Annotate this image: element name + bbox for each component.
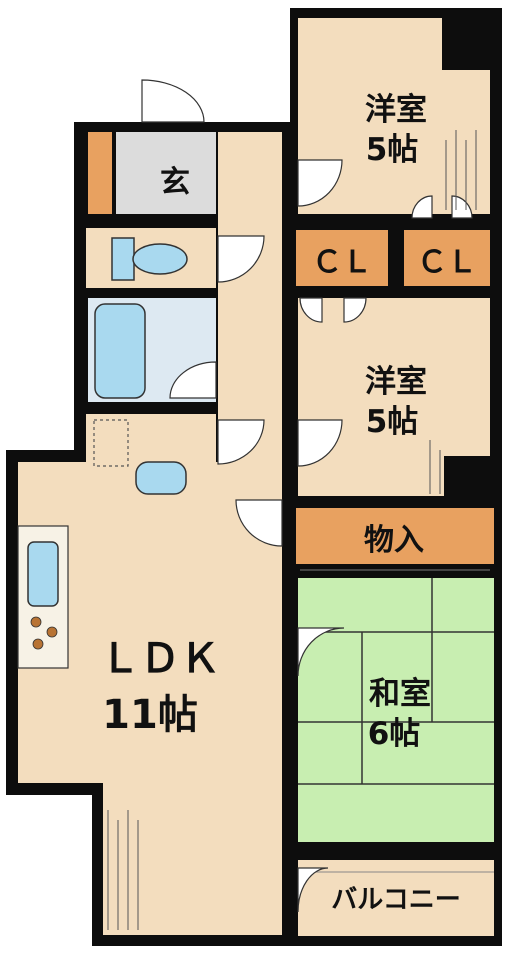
balcony-label: バルコニー [331, 885, 460, 915]
balcony-door-icon [297, 867, 329, 913]
room-washitsu [298, 578, 494, 842]
ldk-floor [18, 462, 282, 935]
window-marks [107, 130, 477, 930]
entrance-door-icon [141, 79, 205, 123]
toilet-door-icon [217, 235, 265, 283]
cl-left-door-b-icon [343, 297, 367, 323]
closet-left [296, 230, 388, 286]
room-youshitsu-mid-ext [298, 456, 444, 496]
cl-left-door-a-icon [299, 297, 323, 323]
washer-pan-icon [93, 419, 129, 467]
closet-right [404, 230, 490, 286]
room-mid-door-icon [297, 419, 343, 467]
kitchen-sink-icon [27, 541, 59, 607]
youshitsu-top-size: 5帖 [366, 132, 419, 168]
youshitsu-mid-name: 洋室 [365, 364, 427, 400]
sink-icon [135, 461, 187, 495]
toilet-bowl-icon [132, 243, 188, 275]
room-top-door-icon [297, 159, 343, 207]
toilet-tank-icon [111, 237, 135, 281]
entrance-storage [88, 132, 112, 214]
entrance-label: 玄 [160, 165, 190, 200]
ldk-size: 11帖 [102, 692, 198, 738]
closet-left-label: ＣＬ [312, 245, 372, 280]
ldk-name: ＬＤＫ [100, 636, 220, 682]
closet-right-label: ＣＬ [417, 245, 477, 280]
storage-label: 物入 [364, 523, 424, 558]
youshitsu-top-name: 洋室 [365, 92, 427, 128]
balcony [298, 860, 494, 936]
storage-monoire [296, 508, 494, 564]
entrance-floor [116, 132, 216, 214]
tatami-lines [298, 578, 494, 785]
ldk-door-icon [235, 499, 283, 547]
cl-right-door-a-icon [411, 195, 433, 219]
wash-door-icon [217, 419, 265, 465]
washitsu-name: 和室 [369, 676, 431, 712]
door-swings [141, 79, 473, 913]
stove-burner-icon [30, 616, 58, 650]
bath-door-icon [169, 361, 217, 399]
washitsu-size: 6帖 [368, 716, 421, 752]
bathtub-icon [94, 303, 146, 399]
youshitsu-mid-size: 5帖 [366, 404, 419, 440]
washitsu-door-icon [297, 627, 345, 677]
